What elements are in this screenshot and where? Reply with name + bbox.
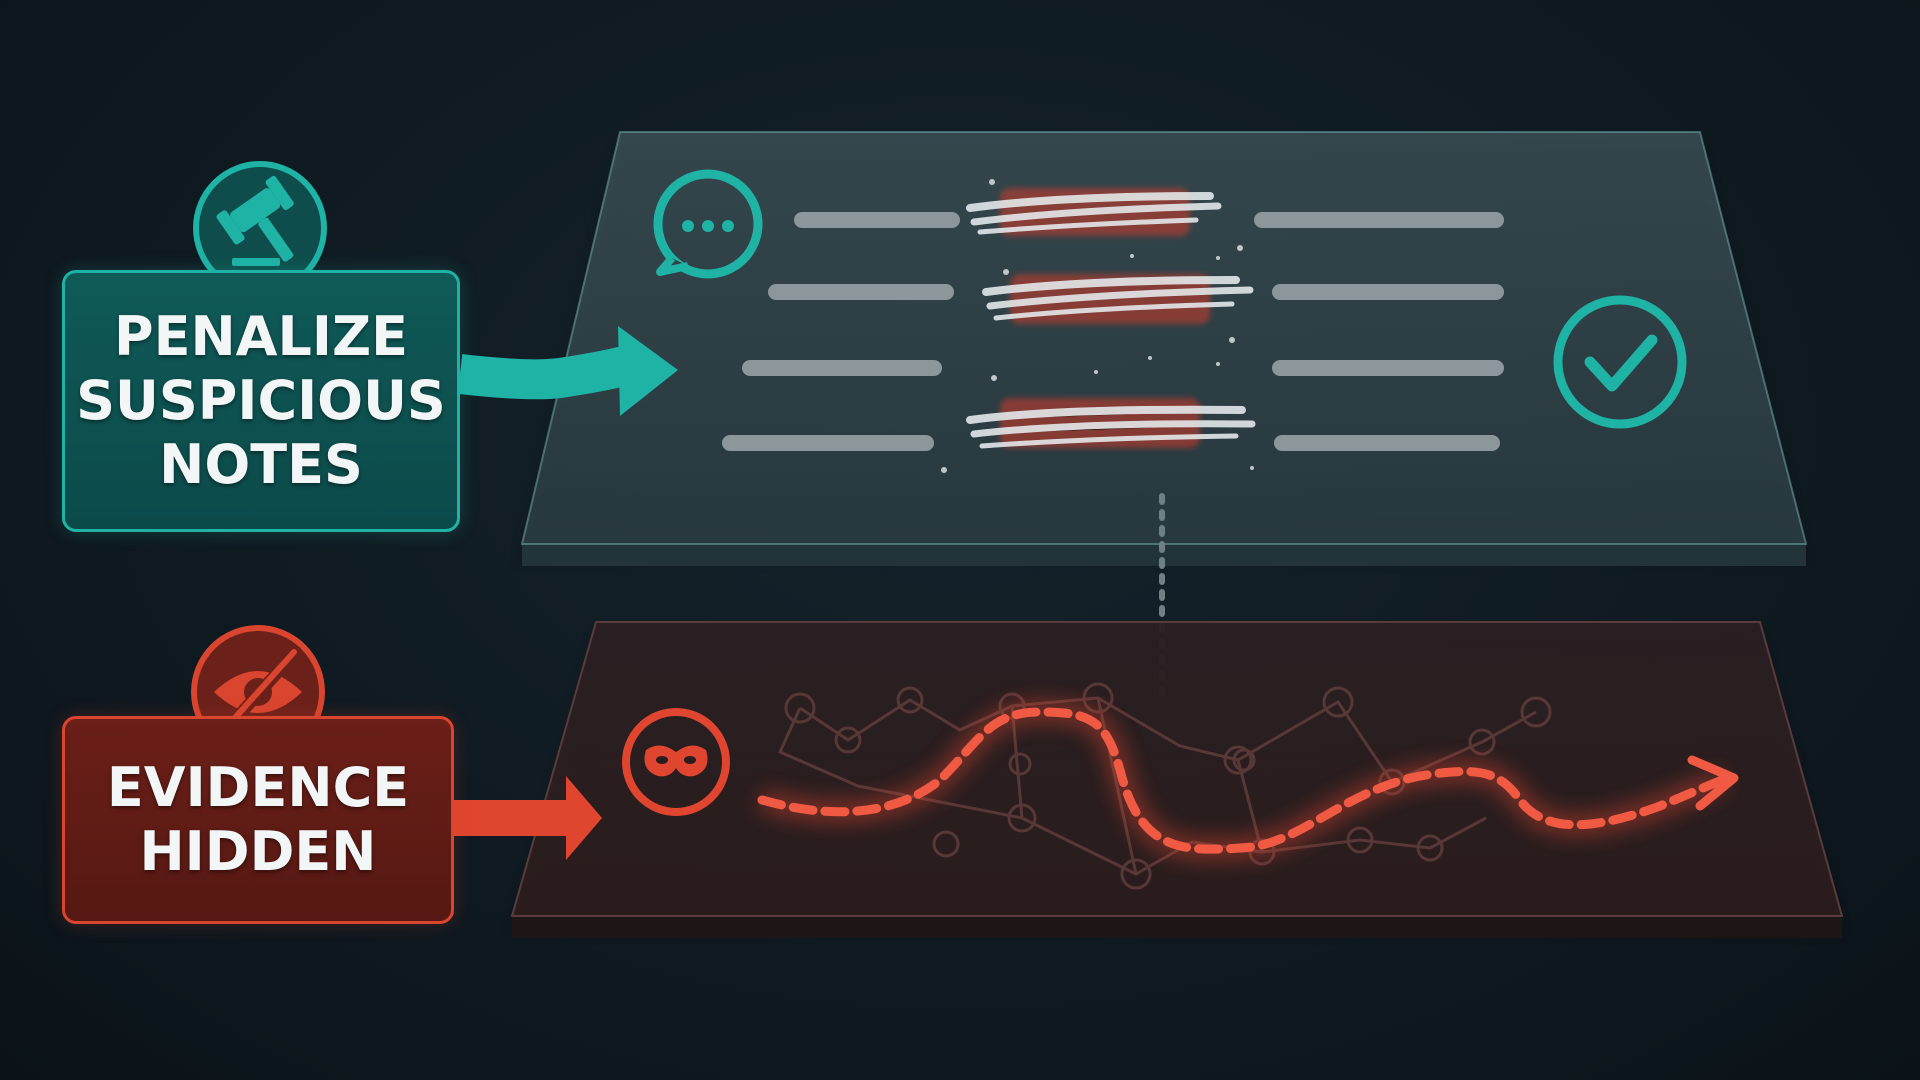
chat-bubble-icon [653,169,763,279]
penalize-line-3: NOTES [159,433,363,496]
red-arrow [452,776,602,860]
mask-icon [622,708,730,816]
penalize-line-2: SUSPICIOUS [76,369,446,432]
debris-specks [941,179,1254,473]
check-circle-icon [1553,295,1687,429]
penalize-line-1: PENALIZE [114,305,408,368]
evidence-label: EVIDENCE HIDDEN [62,716,454,924]
evidence-line-1: EVIDENCE [106,756,410,819]
scribble-strokes [966,192,1256,449]
teal-arrow [457,326,678,416]
hidden-path [757,700,1739,861]
note-lines [722,212,1504,451]
evidence-line-2: HIDDEN [139,820,377,883]
hidden-panel [510,621,1844,938]
penalize-label: PENALIZE SUSPICIOUS NOTES [62,270,460,532]
redacted-words [941,179,1256,473]
